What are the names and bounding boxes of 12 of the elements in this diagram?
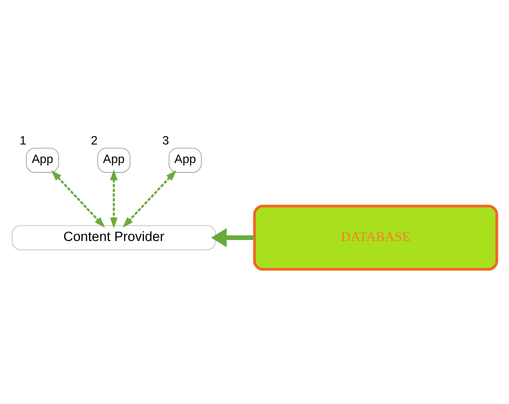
node-label: 2 — [90, 133, 98, 148]
node-box: App — [168, 148, 202, 173]
node-box: App — [26, 148, 59, 173]
arrow — [122, 170, 176, 228]
node-label: 3 — [162, 133, 170, 148]
arrow — [211, 228, 254, 248]
arrow — [51, 170, 105, 228]
node-box: Content Provider — [12, 225, 216, 250]
node-box: App — [97, 148, 130, 173]
node-label: 1 — [20, 133, 26, 148]
arrow — [110, 169, 118, 228]
node-box: DATABASE — [253, 204, 498, 271]
